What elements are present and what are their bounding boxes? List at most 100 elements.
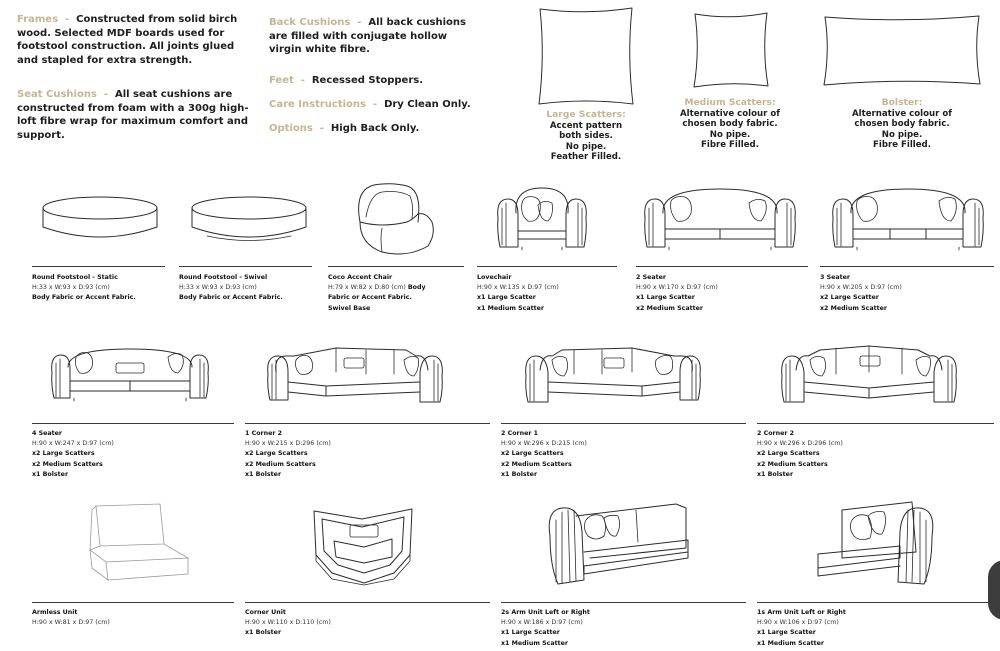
item-dims: H:90 x W:135 x D:97 (cm) (477, 284, 559, 292)
spec-feet: Feet - Recessed Stoppers. (269, 75, 424, 86)
item-line: x2 Medium Scatters (757, 460, 828, 468)
scatter-line: chosen body fabric. (682, 119, 778, 129)
item-line: x1 Large Scatter (757, 629, 816, 637)
spec-seat-cushions: Seat Cushions - All seat cushions are co… (17, 89, 249, 141)
scatter-title: Bolster: (881, 97, 923, 108)
scatter-line: Fibre Filled. (873, 140, 931, 150)
large-scatters-label: Large Scatters: Accent pattern both side… (516, 109, 656, 163)
item-dims: H:90 x W:106 x D:97 (cm) (757, 619, 839, 627)
divider (477, 266, 617, 267)
item-line: x1 Large Scatter (636, 294, 695, 302)
lovechair-drawing (494, 183, 590, 253)
item-line: Body Fabric or Accent Fabric. (32, 294, 136, 302)
spec-text: Dry Clean Only. (384, 99, 471, 110)
item-1s-arm-unit: 1s Arm Unit Left or Right H:90 x W:106 x… (757, 608, 987, 649)
divider (820, 266, 994, 267)
divider (32, 423, 234, 424)
scatter-line: Alternative colour of (851, 108, 952, 119)
item-line: x1 Large Scatter (477, 294, 536, 302)
spec-text: All seat cushions are constructed from f… (17, 89, 249, 141)
spec-care: Care Instructions - Dry Clean Only. (269, 99, 471, 110)
item-dims-suffix: Body (407, 284, 426, 292)
item-2-corner-1: 2 Corner 1 H:90 x W:296 x D:215 (cm) x2 … (501, 429, 741, 480)
item-name: 2 Corner 1 (501, 430, 539, 437)
divider (501, 602, 746, 603)
spec-key: Frames (17, 14, 59, 25)
item-line: x1 Bolster (501, 470, 538, 478)
item-round-footstool-static: Round Footstool - Static H:33 x W:93 x D… (32, 273, 172, 304)
large-scatter-drawing (536, 6, 636, 106)
scatter-title: Large Scatters: (546, 109, 626, 120)
item-lovechair: Lovechair H:90 x W:135 x D:97 (cm) x1 La… (477, 273, 622, 314)
item-dims: H:33 x W:93 x D:93 (cm) (179, 284, 257, 292)
spec-key: Care Instructions (269, 99, 366, 110)
item-dims: H:90 x W:215 x D:296 (cm) (245, 440, 331, 448)
item-dims: H:79 x W:82 x D:80 (cm) (328, 284, 406, 292)
item-name: 1s Arm Unit Left or Right (757, 609, 846, 616)
divider (757, 423, 994, 424)
item-line: x1 Large Scatter (501, 629, 560, 637)
item-name: Round Footstool - Swivel (179, 274, 268, 281)
1-corner-2-drawing (266, 342, 444, 406)
scatter-title: Medium Scatters: (684, 97, 776, 108)
divider (757, 602, 994, 603)
round-footstool-static-drawing (40, 195, 160, 245)
spec-text: All back cushions are filled with conjug… (269, 17, 466, 55)
item-line: x2 Medium Scatters (32, 460, 103, 468)
3-seater-drawing (829, 183, 987, 253)
item-line: x1 Bolster (757, 470, 794, 478)
medium-scatter-drawing (692, 12, 770, 88)
medium-scatters-label: Medium Scatters: Alternative colour of c… (660, 97, 800, 151)
item-line: x2 Large Scatters (245, 450, 308, 458)
spec-key: Options (269, 123, 313, 134)
item-line: x1 Bolster (245, 470, 282, 478)
spec-key: Seat Cushions (17, 89, 97, 100)
spec-text: Constructed from solid birch wood. Selec… (17, 14, 238, 66)
bolster-label: Bolster: Alternative colour of chosen bo… (832, 97, 972, 151)
scatter-line: No pipe. (565, 141, 607, 152)
item-1-corner-2: 1 Corner 2 H:90 x W:215 x D:296 (cm) x2 … (245, 429, 485, 480)
divider (501, 423, 746, 424)
scatter-line: Accent pattern (549, 120, 623, 131)
item-coco-accent-chair: Coco Accent Chair H:79 x W:82 x D:80 (cm… (328, 273, 468, 314)
scroll-handle[interactable] (988, 560, 1000, 620)
item-line: Fabric or Accent Fabric. (328, 294, 412, 302)
spec-frames: Frames - Constructed from solid birch wo… (17, 14, 238, 66)
item-name: 2 Corner 2 (757, 430, 795, 437)
2-corner-2-drawing (780, 342, 958, 406)
item-line: x2 Large Scatters (501, 450, 564, 458)
item-name: 3 Seater (820, 274, 851, 281)
item-line: x2 Medium Scatters (501, 460, 572, 468)
item-dims: H:33 x W:93 x D:93 (cm) (32, 284, 110, 292)
item-dims: H:90 x W:247 x D:97 (cm) (32, 440, 114, 448)
item-line: x1 Medium Scatter (757, 639, 824, 647)
bolster-drawing (822, 14, 982, 86)
item-2-seater: 2 Seater H:90 x W:170 x D:97 (cm) x1 Lar… (636, 273, 806, 314)
item-line: Body Fabric or Accent Fabric. (179, 294, 283, 302)
item-line: x1 Medium Scatter (477, 304, 544, 312)
item-4-seater: 4 Seater H:90 x W:247 x D:97 (cm) x2 Lar… (32, 429, 232, 480)
item-dims: H:90 x W:170 x D:97 (cm) (636, 284, 718, 292)
item-line: x2 Large Scatter (820, 294, 879, 302)
item-line: x1 Bolster (245, 629, 282, 637)
spec-text: High Back Only. (330, 123, 420, 134)
item-line: x2 Medium Scatter (636, 304, 703, 312)
scatter-line: Fibre Filled. (701, 140, 759, 150)
item-line: x2 Medium Scatters (245, 460, 316, 468)
item-line: x1 Bolster (32, 470, 69, 478)
item-name: 2s Arm Unit Left or Right (501, 609, 590, 616)
scatter-line: Feather Filled. (550, 152, 622, 162)
item-line: x2 Medium Scatter (820, 304, 887, 312)
item-name: Corner Unit (245, 609, 286, 616)
round-footstool-swivel-drawing (189, 195, 309, 247)
item-name: 1 Corner 2 (245, 430, 283, 437)
item-3-seater: 3 Seater H:90 x W:205 x D:97 (cm) x2 Lar… (820, 273, 990, 314)
scatter-line: chosen body fabric. (854, 119, 950, 129)
item-armless-unit: Armless Unit H:90 x W:81 x D:97 (cm) (32, 608, 232, 628)
item-name: 2 Seater (636, 274, 667, 281)
item-dims: H:90 x W:110 x D:110 (cm) (245, 619, 331, 627)
item-dims: H:90 x W:205 x D:97 (cm) (820, 284, 902, 292)
item-line: x2 Large Scatters (757, 450, 820, 458)
scatter-line: No pipe. (709, 129, 751, 140)
item-line: x2 Large Scatters (32, 450, 95, 458)
